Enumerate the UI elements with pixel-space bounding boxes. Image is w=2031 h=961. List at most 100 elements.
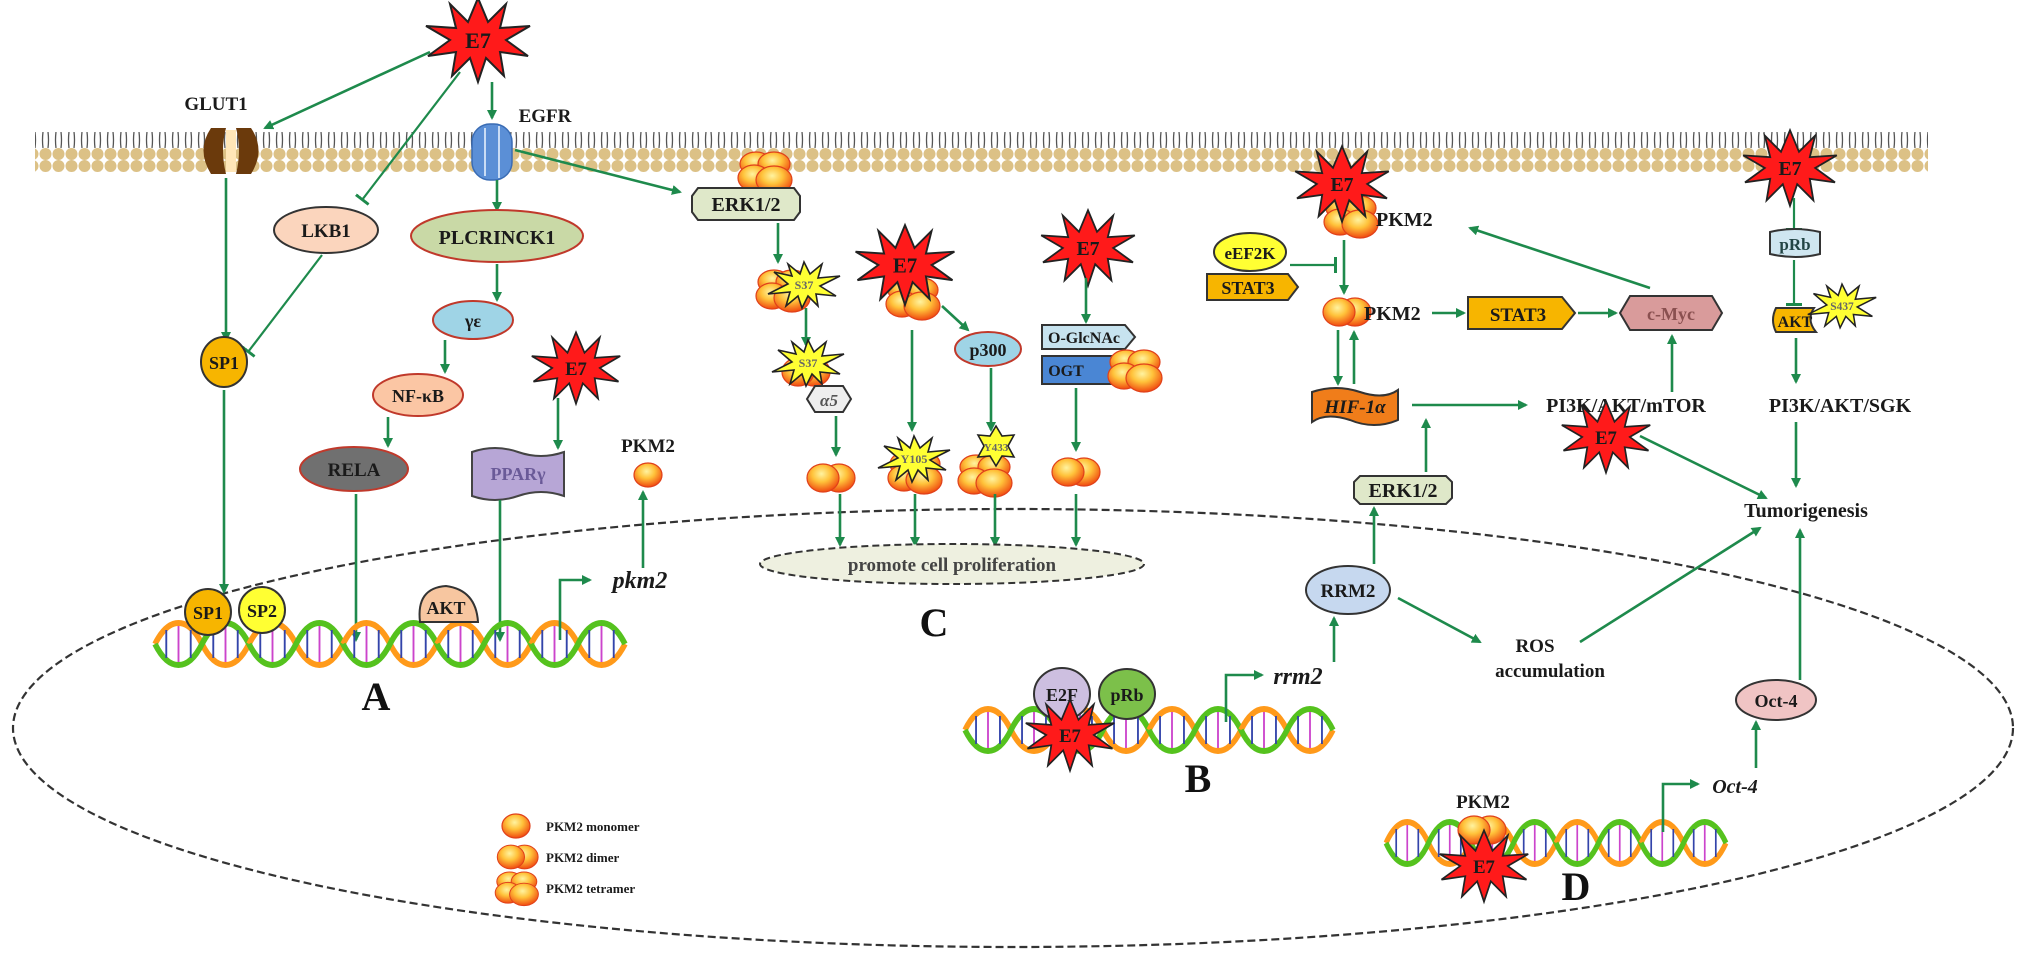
svg-text:STAT3: STAT3: [1490, 305, 1546, 326]
pi3k-akt-sgk-label: PI3K/AKT/SGK: [1769, 395, 1912, 417]
svg-text:RELA: RELA: [328, 460, 381, 481]
prb-node-right: pRb: [1769, 228, 1821, 258]
dimer-symbol: [496, 844, 539, 870]
y433-star: Y433: [976, 424, 1016, 468]
svg-text:AKT: AKT: [1778, 314, 1813, 331]
svg-text:S37: S37: [799, 356, 818, 370]
svg-text:Oct-4: Oct-4: [1755, 691, 1798, 711]
svg-text:E2F: E2F: [1046, 685, 1078, 705]
panel-label-c: C: [920, 600, 949, 645]
tumorigenesis-label: Tumorigenesis: [1744, 500, 1868, 522]
nucleus-envelope: [11, 507, 2015, 949]
pkm2-dimer-ogt: [1051, 457, 1101, 487]
panel-label-b: B: [1185, 756, 1212, 801]
arrow-e7-p300: [941, 305, 970, 332]
lkb1-node: LKB1: [273, 206, 379, 254]
svg-text:PLCRINCK1: PLCRINCK1: [439, 227, 556, 249]
stat3-left-node: STAT3: [1206, 273, 1300, 301]
prb-node-b: pRb: [1098, 668, 1156, 720]
s37-phospho-a: S37: [767, 261, 841, 309]
alpha5-node: α5: [805, 385, 853, 413]
panel-label-d: D: [1562, 864, 1591, 909]
ppar-gamma-node: PPARγ: [471, 447, 565, 501]
tss-arrow-pkm2: [558, 575, 592, 640]
legend-item-tetramer: PKM2 tetramer: [494, 871, 635, 907]
svg-text:S437: S437: [1830, 301, 1854, 313]
erk12-node-right: ERK1/2: [1353, 475, 1453, 505]
svg-text:STAT3: STAT3: [1221, 278, 1274, 298]
svg-text:AKT: AKT: [426, 598, 465, 618]
svg-text:HIF-1α: HIF-1α: [1323, 397, 1386, 418]
svg-text:E7: E7: [1330, 174, 1353, 196]
ros-label-line1: ROS: [1515, 636, 1554, 657]
akt-node-right: AKT: [1772, 307, 1819, 333]
pkm2-dimer-label: PKM2: [1364, 303, 1421, 325]
svg-text:E7: E7: [565, 359, 587, 380]
svg-text:O-GlcNAc: O-GlcNAc: [1048, 330, 1120, 347]
eef2k-node: eEF2K: [1213, 232, 1287, 272]
svg-text:E7: E7: [1076, 238, 1099, 260]
gene-pkm2: pkm2: [611, 568, 668, 594]
svg-text:ERK1/2: ERK1/2: [1369, 480, 1438, 502]
arrow-ros-tumorigenesis: [1579, 526, 1762, 644]
svg-text:NF-κB: NF-κB: [392, 386, 444, 406]
pkm2-label-a: PKM2: [621, 436, 675, 457]
svg-text:E7: E7: [893, 254, 917, 278]
glut1-label: GLUT1: [184, 94, 247, 115]
tss-arrow-rrm2: [1224, 670, 1264, 722]
stat3-node: STAT3: [1467, 296, 1577, 330]
ros-label-line2: accumulation: [1495, 661, 1605, 682]
svg-text:RRM2: RRM2: [1321, 581, 1376, 602]
sp1-dna-node: SP1: [184, 588, 232, 636]
svg-text:E7: E7: [1778, 158, 1801, 180]
ogt-node: OGT: [1041, 355, 1113, 385]
plcrinck1-node: PLCRINCK1: [410, 209, 584, 263]
legend-item-monomer: PKM2 monomer: [501, 813, 640, 839]
oct4-node: Oct-4: [1735, 679, 1817, 721]
e7-oncoprotein-b: E7: [1024, 698, 1116, 772]
hif1a-node: HIF-1α: [1311, 387, 1399, 426]
cell-membrane: [35, 132, 1928, 172]
e7-oncoprotein-right-pkm2: E7: [1294, 145, 1390, 223]
akt-dna-node: AKT: [418, 584, 480, 623]
svg-text:p300: p300: [969, 340, 1006, 360]
arrow-e7-glut1: [263, 50, 431, 130]
p300-node: p300: [954, 331, 1022, 367]
svg-text:PKM2 tetramer: PKM2 tetramer: [546, 881, 635, 896]
e7-oncoprotein-mtor: E7: [1560, 400, 1652, 474]
s37-phospho-b: S37: [771, 339, 845, 387]
egfr-label: EGFR: [519, 106, 572, 127]
gene-rrm2: rrm2: [1273, 664, 1322, 690]
svg-text:Y105: Y105: [901, 452, 928, 466]
gene-oct4: Oct-4: [1712, 776, 1758, 798]
rrm2-node: RRM2: [1305, 565, 1391, 615]
svg-text:PPARγ: PPARγ: [490, 464, 546, 484]
arrow-e7-tumorigenesis: [1639, 434, 1768, 500]
e7-oncoprotein-right-top: E7: [1742, 129, 1838, 207]
pkm2-tetramer-ogt: [1107, 349, 1163, 393]
svg-text:ERK1/2: ERK1/2: [712, 194, 781, 216]
nfkb-node: NF-κB: [372, 373, 464, 417]
arrow-rrm2-ros: [1397, 596, 1482, 644]
svg-text:OGT: OGT: [1048, 363, 1084, 380]
svg-text:LKB1: LKB1: [301, 221, 351, 242]
e7-oncoprotein-mid: E7: [854, 224, 956, 306]
svg-text:SP1: SP1: [209, 353, 239, 373]
pkm2-dimer-alpha5: [806, 463, 856, 493]
svg-text:pRb: pRb: [1110, 685, 1143, 705]
svg-text:γε: γε: [464, 311, 481, 331]
svg-text:E7: E7: [465, 28, 491, 53]
egfr-receptor: EGFR: [471, 106, 572, 181]
svg-text:PKM2 dimer: PKM2 dimer: [546, 850, 620, 865]
y105-phospho: Y105: [877, 435, 951, 483]
svg-text:c-Myc: c-Myc: [1647, 304, 1695, 324]
e2f-node: E2F: [1033, 667, 1091, 721]
svg-text:pRb: pRb: [1779, 235, 1810, 254]
dna-helix-d: [1386, 822, 1726, 864]
svg-text:E7: E7: [1595, 428, 1617, 449]
svg-text:eEF2K: eEF2K: [1225, 244, 1277, 263]
pkm2-monomer-a: [633, 462, 663, 488]
svg-text:Y433: Y433: [984, 442, 1009, 454]
tss-arrow-oct4: [1661, 779, 1700, 832]
